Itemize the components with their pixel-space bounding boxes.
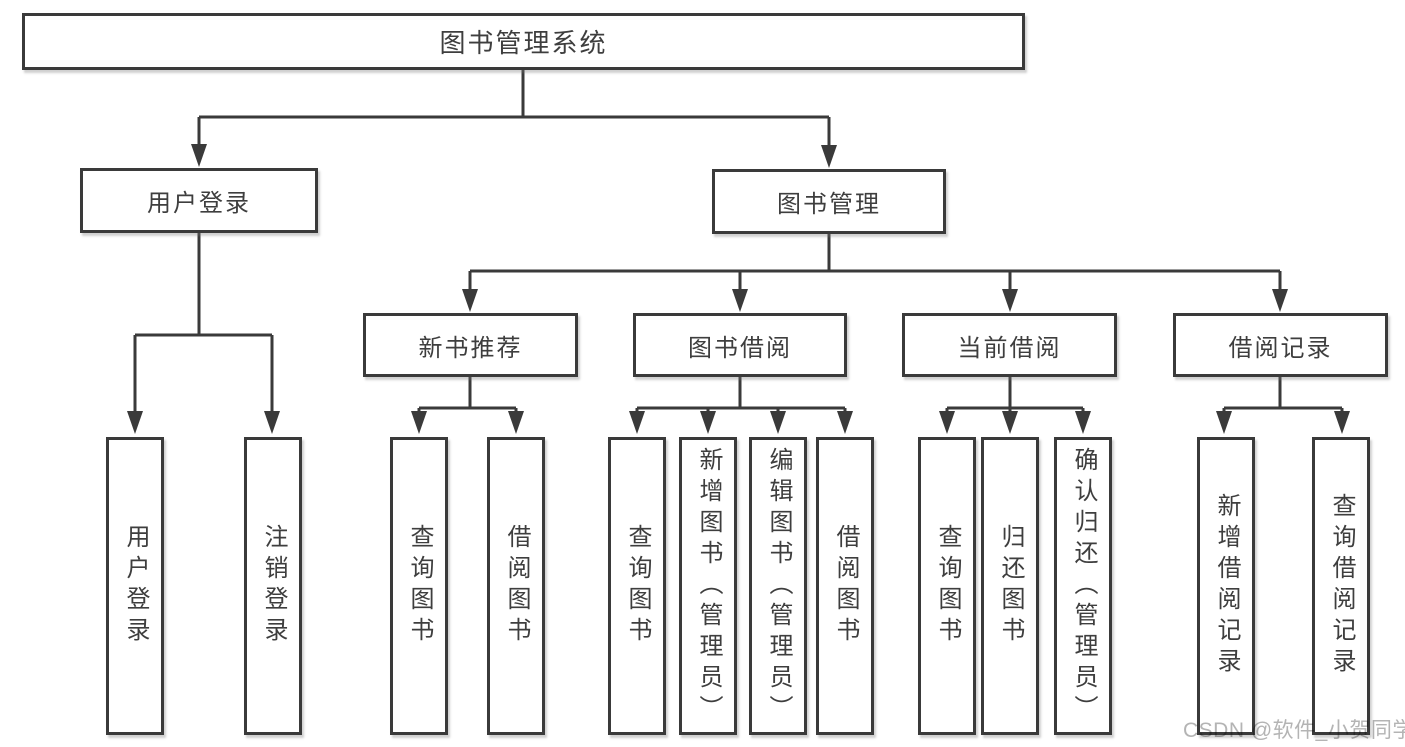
node-book-borrow: 图书借阅 [633, 313, 847, 377]
arrowhead-group [127, 144, 1350, 434]
leaf-add-books-admin: 新增图书（管理员） [679, 437, 737, 735]
node-label: 借阅记录 [1228, 334, 1333, 362]
leaf-query-borrow-record: 查询借阅记录 [1312, 437, 1370, 735]
arrowhead-icon [1272, 289, 1288, 312]
csdn-watermark: CSDN @软件_小贺同学 [1183, 719, 1405, 742]
node-label: 查询图书 [934, 524, 961, 648]
arrowhead-icon [939, 411, 955, 434]
arrowhead-icon [1216, 411, 1232, 434]
node-label: 图书借阅 [688, 334, 792, 362]
node-label: 图书管理系统 [439, 28, 608, 58]
node-label: 用户登录 [147, 190, 251, 217]
arrowhead-icon [1075, 411, 1091, 434]
node-current-borrow: 当前借阅 [902, 313, 1117, 377]
leaf-query-books-current: 查询图书 [918, 437, 976, 735]
leaf-borrow-books: 借阅图书 [816, 437, 874, 735]
node-library-management-system: 图书管理系统 [22, 13, 1025, 70]
arrowhead-icon [1334, 411, 1350, 434]
node-label: 用户登录 [122, 524, 149, 648]
node-label: 借阅图书 [832, 524, 859, 648]
arrowhead-icon [264, 411, 280, 434]
node-user-login: 用户登录 [80, 168, 318, 233]
leaf-query-books-borrow: 查询图书 [608, 437, 666, 735]
node-label: 确认归还（管理员） [1070, 446, 1097, 726]
leaf-edit-books-admin: 编辑图书（管理员） [749, 437, 807, 735]
node-label: 查询图书 [624, 524, 651, 648]
arrowhead-icon [700, 411, 716, 434]
node-label: 新增图书（管理员） [695, 446, 722, 726]
arrowhead-icon [629, 411, 645, 434]
tree-lines [133, 69, 1344, 413]
node-label: 查询借阅记录 [1328, 493, 1355, 679]
node-new-book-recommend: 新书推荐 [363, 313, 578, 377]
arrowhead-icon [191, 144, 207, 167]
arrowhead-icon [1002, 411, 1018, 434]
node-label: 注销登录 [260, 524, 287, 648]
node-label: 新增借阅记录 [1213, 493, 1240, 679]
arrowhead-icon [837, 411, 853, 434]
arrowhead-icon [508, 411, 524, 434]
node-label: 编辑图书（管理员） [765, 446, 792, 726]
arrowhead-icon [127, 411, 143, 434]
arrowhead-icon [1002, 289, 1018, 312]
leaf-add-borrow-record: 新增借阅记录 [1197, 437, 1255, 735]
arrowhead-icon [732, 289, 748, 312]
arrowhead-icon [770, 411, 786, 434]
leaf-user-login: 用户登录 [106, 437, 164, 735]
node-label: 当前借阅 [957, 334, 1062, 362]
node-label: 新书推荐 [418, 334, 523, 362]
arrowhead-icon [462, 289, 478, 312]
node-label: 查询图书 [406, 524, 433, 648]
node-label: 归还图书 [997, 524, 1024, 648]
arrowhead-icon [821, 145, 837, 168]
connector-line-group [133, 69, 1344, 413]
node-borrow-records: 借阅记录 [1173, 313, 1388, 377]
leaf-confirm-return-admin: 确认归还（管理员） [1054, 437, 1112, 735]
node-label: 借阅图书 [503, 524, 530, 648]
arrowhead-icon [411, 411, 427, 434]
leaf-logout: 注销登录 [244, 437, 302, 735]
leaf-borrow-books-recommend: 借阅图书 [487, 437, 545, 735]
leaf-return-books: 归还图书 [981, 437, 1039, 735]
leaf-query-books-recommend: 查询图书 [390, 437, 448, 735]
node-book-management: 图书管理 [712, 169, 946, 234]
node-label: 图书管理 [777, 191, 881, 218]
